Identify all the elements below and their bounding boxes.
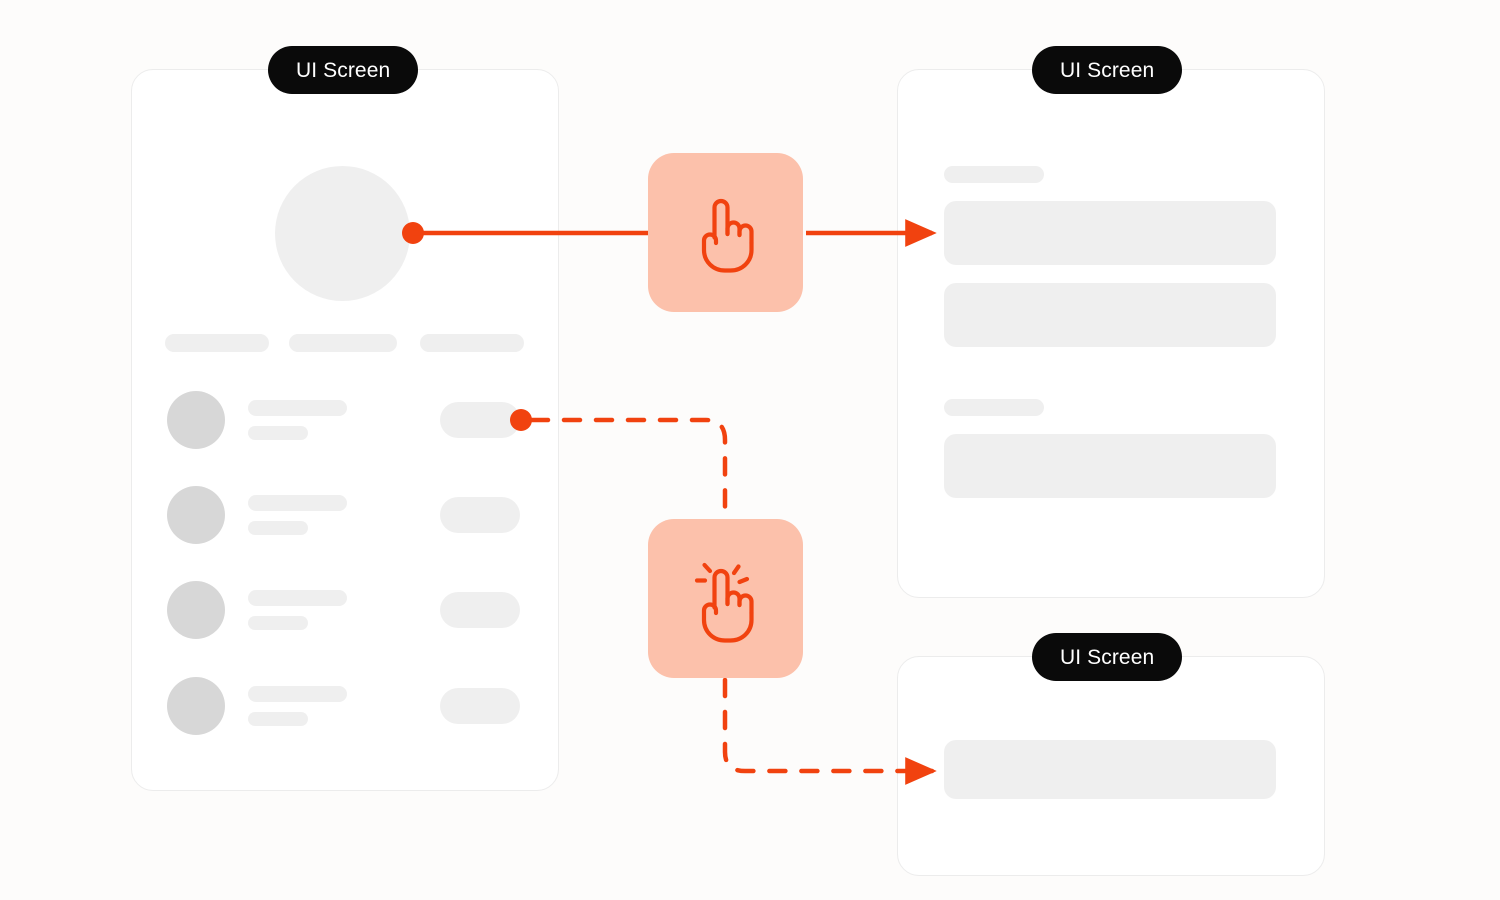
- screen-label-right: UI Screen: [1032, 46, 1183, 94]
- list-item-title-placeholder: [248, 400, 347, 416]
- content-block-placeholder[interactable]: [944, 434, 1276, 498]
- content-block-placeholder[interactable]: [944, 201, 1276, 265]
- field-label-placeholder: [944, 166, 1044, 183]
- field-label-placeholder: [944, 399, 1044, 416]
- list-item-avatar: [167, 486, 225, 544]
- list-item-avatar: [167, 677, 225, 735]
- screen-label-left: UI Screen: [268, 46, 419, 94]
- screen-label-text: UI Screen: [1060, 645, 1155, 669]
- list-item-action-button[interactable]: [440, 688, 520, 724]
- connector-line-dashed-upper: [529, 417, 728, 531]
- list-item-avatar: [167, 391, 225, 449]
- list-item-subtitle-placeholder: [248, 712, 308, 726]
- list-item-avatar: [167, 581, 225, 639]
- list-item-action-button[interactable]: [440, 592, 520, 628]
- list-item-subtitle-placeholder: [248, 426, 308, 440]
- tap-interaction-tile[interactable]: [648, 519, 803, 678]
- tab-placeholder-2[interactable]: [289, 334, 397, 352]
- list-item-title-placeholder: [248, 686, 347, 702]
- tap-hand-icon: [684, 555, 768, 643]
- list-item-action-button[interactable]: [440, 497, 520, 533]
- screen-label-text: UI Screen: [1060, 58, 1155, 82]
- pointer-interaction-tile[interactable]: [648, 153, 803, 312]
- content-block-placeholder[interactable]: [944, 283, 1276, 347]
- list-item-action-button[interactable]: [440, 402, 520, 438]
- tab-placeholder-3[interactable]: [420, 334, 524, 352]
- content-block-placeholder[interactable]: [944, 740, 1276, 799]
- list-item-subtitle-placeholder: [248, 616, 308, 630]
- list-item-title-placeholder: [248, 590, 347, 606]
- screen-label-text: UI Screen: [296, 58, 391, 82]
- list-item-subtitle-placeholder: [248, 521, 308, 535]
- list-item-title-placeholder: [248, 495, 347, 511]
- pointing-hand-icon: [689, 193, 763, 273]
- screen-label-bottom: UI Screen: [1032, 633, 1183, 681]
- tab-placeholder-1[interactable]: [165, 334, 269, 352]
- hero-avatar: [275, 166, 410, 301]
